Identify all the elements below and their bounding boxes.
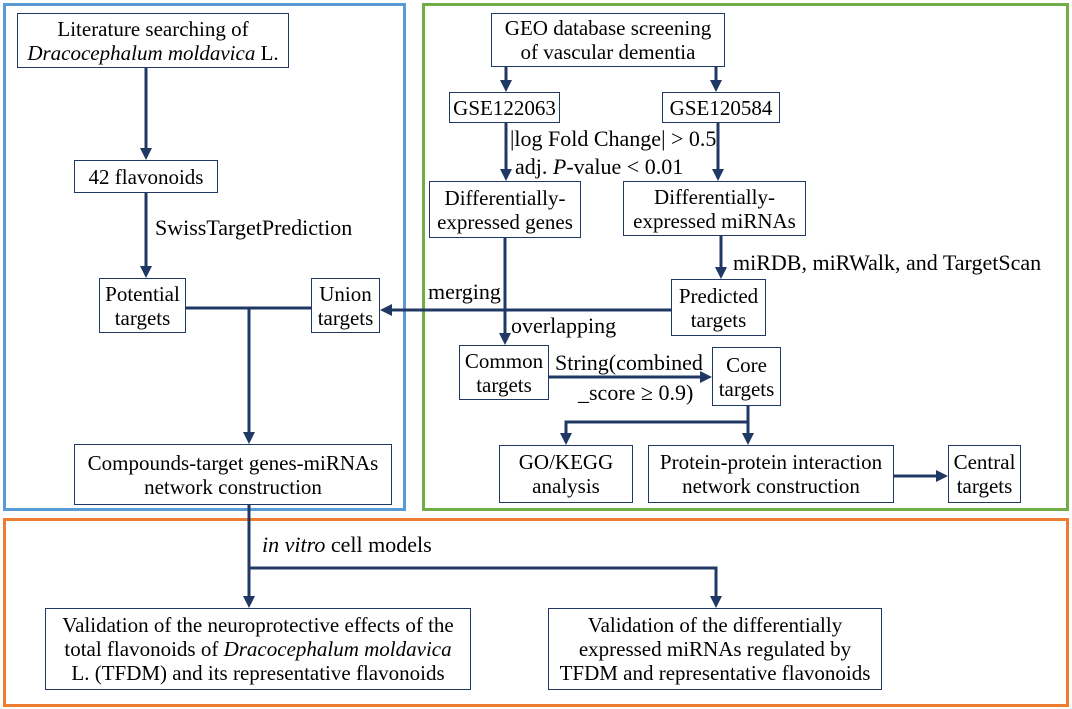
arrowhead (500, 80, 512, 92)
node-line: Differentially- (444, 185, 566, 210)
label-cell-models-suffix: cell models (325, 532, 432, 557)
node-de-genes: Differentially- expressed genes (429, 181, 581, 238)
label-adj-p-italic: P (552, 154, 567, 179)
arrowhead (499, 333, 511, 345)
arrow-network-to-validation-mirnas (249, 566, 718, 598)
label-string-score-line1: String(combined (555, 350, 703, 375)
arrowhead (712, 169, 724, 181)
arrowhead (742, 433, 754, 445)
node-line: total flavonoids of Dracocephalum moldav… (64, 637, 451, 661)
species-name: Dracocephalum moldavica (27, 40, 256, 65)
panel-geo-screening (422, 3, 1069, 511)
node-line: Potential (105, 281, 180, 306)
label-cell-models: in vitro cell models (262, 533, 432, 557)
node-de-mirnas: Differentially- expressed miRNAs (623, 181, 806, 236)
label-merging: merging (428, 279, 501, 304)
node-line: expressed genes (437, 209, 573, 234)
arrowhead (710, 596, 722, 608)
arrowhead (715, 267, 727, 279)
label-fold-change: |log Fold Change| > 0.5 (510, 126, 717, 151)
node-predicted-targets: Predicted targets (671, 279, 766, 336)
arrowhead (140, 148, 152, 160)
node-union-targets: Union targets (311, 278, 380, 333)
node-line: targets (476, 372, 532, 397)
node-line: targets (956, 474, 1013, 498)
label-adj-suffix: -value < 0.01 (566, 154, 684, 179)
node-line: targets (718, 376, 775, 401)
node-line: GO/KEGG (518, 450, 614, 474)
node-line: TFDM and representative flavonoids (559, 661, 871, 685)
arrowhead (700, 371, 712, 383)
node-text: total flavonoids of (64, 637, 224, 661)
panel-literature-screening (3, 3, 406, 511)
node-ppi-network: Protein-protein interaction network cons… (648, 445, 894, 503)
label-target-databases: miRDB, miRWalk, and TargetScan (733, 250, 1042, 275)
label-swiss-target-prediction: SwissTargetPrediction (155, 215, 353, 240)
node-line: analysis (532, 474, 600, 498)
arrowhead (710, 80, 722, 92)
node-central-targets: Central targets (948, 445, 1021, 503)
node-line: network construction (682, 474, 860, 498)
node-line: GSE122063 (453, 95, 556, 120)
node-line: Validation of the differentially (587, 613, 843, 637)
node-validation-neuroprotective: Validation of the neuroprotective effect… (45, 608, 471, 690)
node-line: Central (953, 450, 1016, 474)
node-go-kegg: GO/KEGG analysis (499, 445, 633, 503)
arrow-core-to-go-kegg (564, 420, 748, 435)
node-potential-targets: Potential targets (99, 278, 186, 333)
node-line: Dracocephalum moldavica L. (27, 41, 278, 65)
node-line: of vascular dementia (520, 40, 696, 64)
arrowhead (380, 304, 392, 316)
node-line: Predicted (678, 283, 759, 308)
panel-validation (3, 518, 1069, 707)
arrowhead (500, 169, 512, 181)
arrowhead (243, 596, 255, 608)
node-line: targets (114, 305, 171, 330)
node-line: 42 flavonoids (88, 164, 204, 189)
node-line: expressed miRNAs (633, 208, 796, 233)
node-line: GSE120584 (669, 95, 773, 120)
node-core-targets: Core targets (712, 347, 781, 406)
arrowhead (936, 470, 948, 482)
node-line: Differentially- (654, 184, 775, 209)
species-suffix: L. (255, 40, 279, 65)
node-line: L. (TFDM) and its representative flavono… (71, 661, 445, 685)
node-line: expressed miRNAs regulated by (578, 637, 852, 661)
arrowhead (140, 266, 152, 278)
node-line: targets (690, 307, 747, 332)
node-line: Compounds-target genes-miRNAs (87, 450, 379, 475)
node-line: Literature searching of (57, 16, 249, 41)
arrowhead (560, 433, 572, 445)
node-geo-screening: GEO database screening of vascular demen… (491, 13, 725, 67)
node-line: Union (319, 281, 372, 306)
node-line: Core (726, 352, 767, 377)
node-line: GEO database screening (504, 16, 712, 40)
node-gse120584: GSE120584 (662, 92, 780, 123)
node-line: Validation of the neuroprotective effect… (62, 613, 454, 637)
label-adj-prefix: adj. (515, 154, 553, 179)
node-line: Common (464, 348, 544, 373)
node-network-construction: Compounds-target genes-miRNAs network co… (74, 444, 392, 505)
node-line: network construction (144, 474, 322, 499)
node-flavonoids: 42 flavonoids (74, 160, 218, 193)
node-gse122063: GSE122063 (449, 92, 560, 123)
label-in-vitro: in vitro (262, 532, 326, 557)
node-validation-mirnas: Validation of the differentially express… (548, 608, 882, 690)
species-name: Dracocephalum moldavica (223, 637, 452, 661)
arrowhead (243, 432, 255, 444)
node-common-targets: Common targets (459, 345, 549, 400)
label-overlapping: overlapping (511, 313, 617, 338)
node-line: targets (317, 305, 374, 330)
label-adj-pvalue: adj. P-value < 0.01 (515, 154, 684, 179)
label-string-score-line2: _score ≥ 0.9) (578, 380, 694, 405)
node-line: Protein-protein interaction (659, 450, 883, 474)
node-literature-search: Literature searching of Dracocephalum mo… (17, 13, 289, 68)
